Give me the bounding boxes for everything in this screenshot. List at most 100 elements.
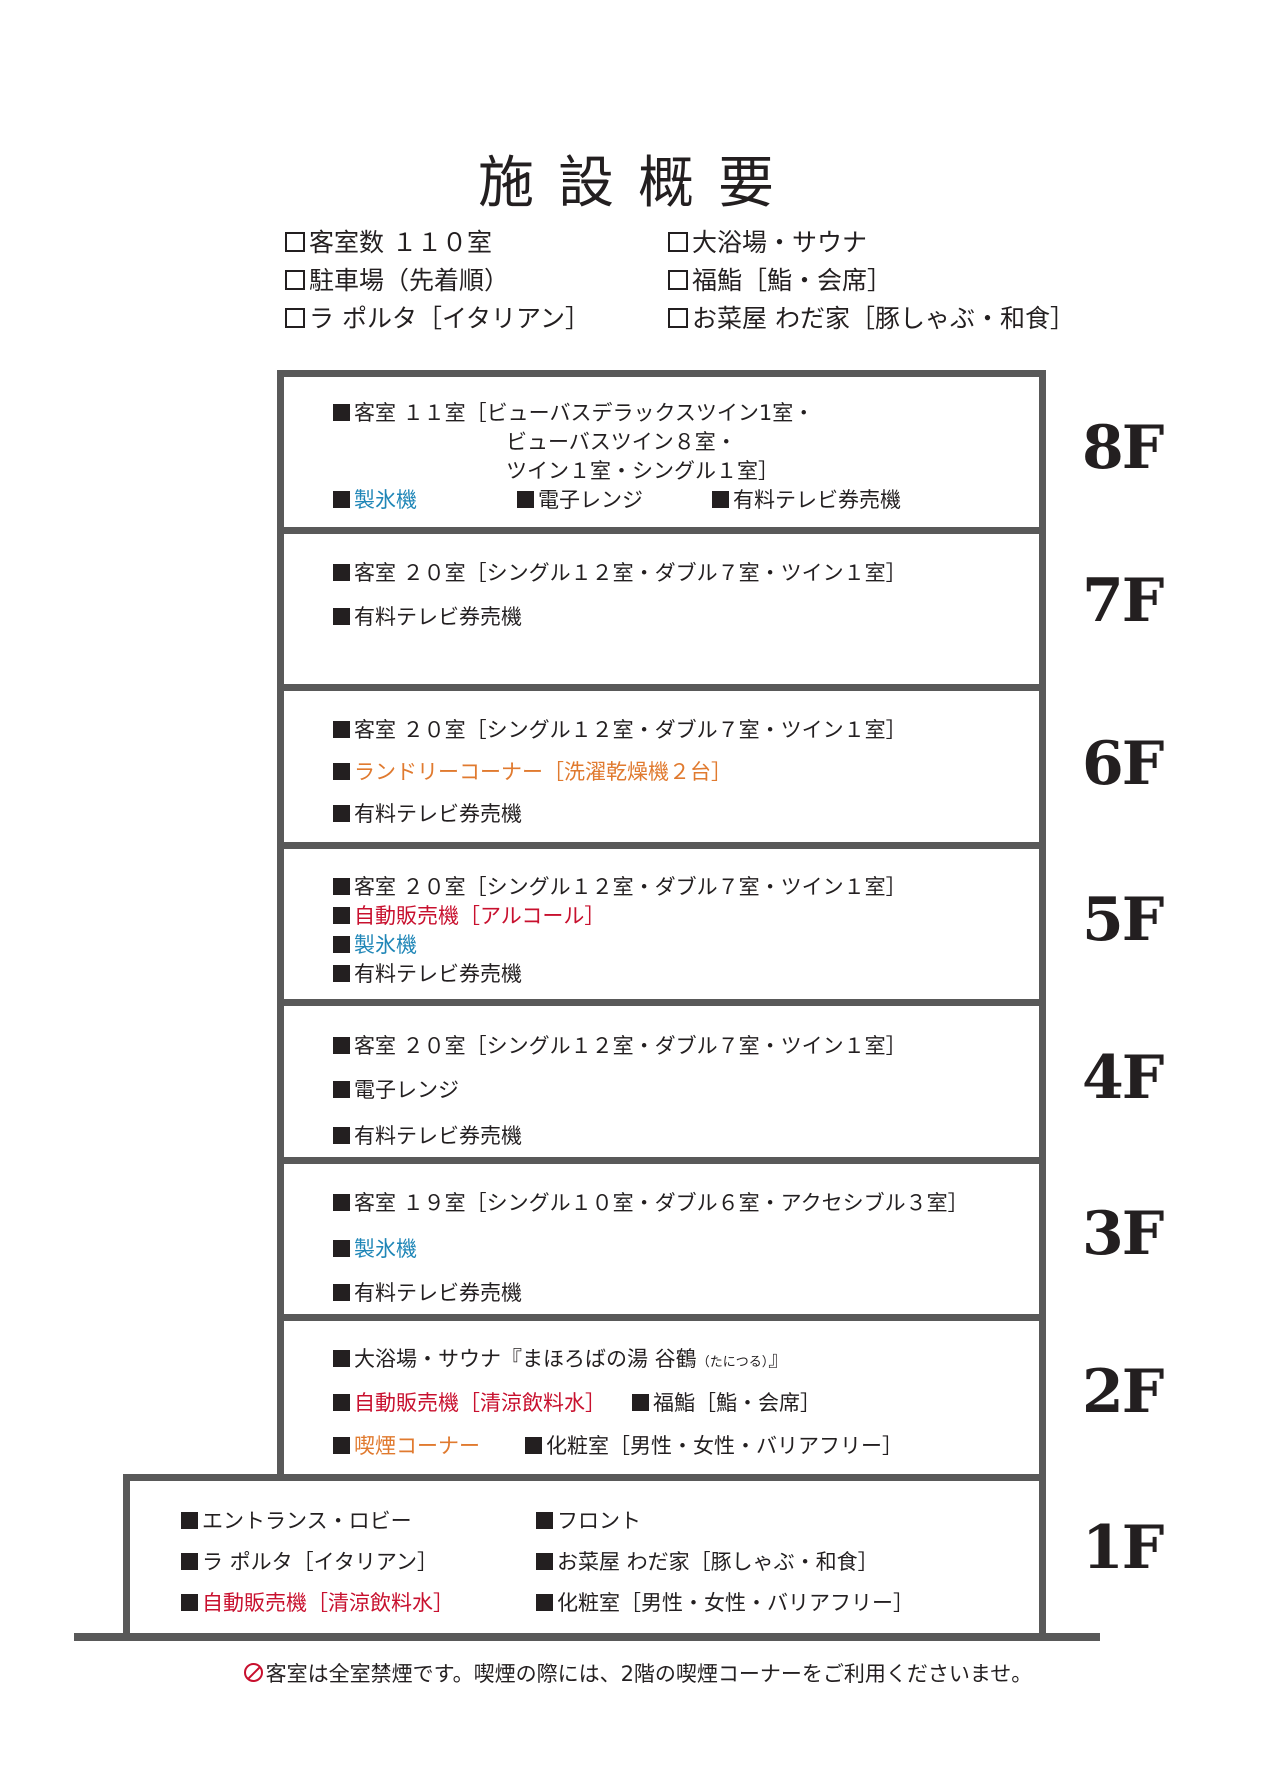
bullet-icon <box>333 564 350 581</box>
facility-item: 化粧室［男性・女性・バリアフリー］ <box>536 1587 914 1617</box>
floor-separator <box>277 1314 1046 1321</box>
floor-separator <box>277 527 1046 534</box>
facility-item: 大浴場・サウナ『まほろばの湯 谷鶴（たにつる）』 <box>333 1343 789 1373</box>
facility-item: 化粧室［男性・女性・バリアフリー］ <box>525 1430 903 1460</box>
bullet-icon <box>333 936 350 953</box>
rooms-line: ビューバスツイン８室・ <box>506 430 737 454</box>
bullet-icon <box>333 608 350 625</box>
floor-label-2f: 2F <box>1082 1357 1164 1427</box>
floor-label-6f: 6F <box>1082 729 1164 799</box>
bullet-icon <box>333 878 350 895</box>
checkbox-icon <box>285 232 305 252</box>
checkbox-icon <box>668 232 688 252</box>
bullet-icon <box>333 1194 350 1211</box>
floor-separator <box>277 999 1046 1006</box>
facility-item: 有料テレビ券売機 <box>333 958 522 988</box>
floor-label-1f: 1F <box>1082 1513 1164 1583</box>
floor-label-7f: 7F <box>1082 566 1164 636</box>
bullet-icon <box>181 1512 198 1529</box>
bullet-icon <box>181 1594 198 1611</box>
bullet-icon <box>517 491 534 508</box>
bullet-icon <box>536 1594 553 1611</box>
facility-item: 有料テレビ券売機 <box>333 798 522 828</box>
floor-separator <box>277 1157 1046 1164</box>
bullet-icon <box>333 721 350 738</box>
rooms-line: 客室 ２０室［シングル１２室・ダブル７室・ツイン１室］ <box>333 557 907 587</box>
ground-line <box>74 1633 1100 1641</box>
facility-item: お菜屋 わだ家［豚しゃぶ・和食］ <box>536 1546 879 1576</box>
bullet-icon <box>181 1553 198 1570</box>
summary-item: 駐車場（先着順） <box>285 262 590 300</box>
bullet-icon <box>525 1437 542 1454</box>
facility-item: ランドリーコーナー［洗濯乾燥機２台］ <box>333 756 732 786</box>
checkbox-icon <box>668 308 688 328</box>
summary-right: 大浴場・サウナ 福鮨［鮨・会席］ お菜屋 わだ家［豚しゃぶ・和食］ <box>668 224 1075 338</box>
rooms-line: 客室 ２０室［シングル１２室・ダブル７室・ツイン１室］ <box>333 871 907 901</box>
floor-separator <box>277 842 1046 849</box>
bullet-icon <box>333 1081 350 1098</box>
facility-item: 福鮨［鮨・会席］ <box>632 1387 821 1417</box>
facility-item: 電子レンジ <box>517 484 643 514</box>
bullet-icon <box>333 965 350 982</box>
bullet-icon <box>333 1240 350 1257</box>
facility-item: 自動販売機［清涼飲料水］ <box>333 1387 606 1417</box>
floor-separator <box>123 1474 1046 1481</box>
checkbox-icon <box>285 308 305 328</box>
bullet-icon <box>333 404 350 421</box>
summary-item: 大浴場・サウナ <box>668 224 1075 262</box>
summary-left: 客室数 １１０室 駐車場（先着順） ラ ポルタ［イタリアン］ <box>285 224 590 338</box>
bullet-icon <box>333 1394 350 1411</box>
facility-item: 有料テレビ券売機 <box>712 484 901 514</box>
facility-item: 自動販売機［アルコール］ <box>333 900 605 930</box>
facility-item: フロント <box>536 1505 641 1535</box>
summary-item: ラ ポルタ［イタリアン］ <box>285 300 590 338</box>
rooms-line: 客室 １９室［シングル１０室・ダブル６室・アクセシブル３室］ <box>333 1187 969 1217</box>
facility-item: ラ ポルタ［イタリアン］ <box>181 1546 438 1576</box>
bullet-icon <box>333 1350 350 1367</box>
floor-label-4f: 4F <box>1082 1043 1164 1113</box>
checkbox-icon <box>668 270 688 290</box>
bullet-icon <box>632 1394 649 1411</box>
summary-item: お菜屋 わだ家［豚しゃぶ・和食］ <box>668 300 1075 338</box>
facility-item: 有料テレビ券売機 <box>333 1120 522 1150</box>
checkbox-icon <box>285 270 305 290</box>
floor-separator <box>277 684 1046 691</box>
no-smoking-icon <box>243 1663 263 1682</box>
facility-item: エントランス・ロビー <box>181 1505 412 1535</box>
wall-tick <box>277 500 284 528</box>
bullet-icon <box>333 1127 350 1144</box>
bullet-icon <box>333 763 350 780</box>
floor-label-8f: 8F <box>1082 413 1164 483</box>
bullet-icon <box>333 805 350 822</box>
bullet-icon <box>333 1037 350 1054</box>
facility-item: 有料テレビ券売機 <box>333 601 522 631</box>
rooms-line: 客室 １１室［ビューバスデラックスツイン1室・ <box>333 397 814 427</box>
smoking-notice: 客室は全室禁煙です。喫煙の際には、2階の喫煙コーナーをご利用くださいませ。 <box>0 1658 1276 1688</box>
facility-item: 喫煙コーナー <box>333 1430 480 1460</box>
bullet-icon <box>333 907 350 924</box>
summary-item: 福鮨［鮨・会席］ <box>668 262 1075 300</box>
page-title: 施設概要 <box>478 151 798 216</box>
bullet-icon <box>333 1284 350 1301</box>
facility-item: 電子レンジ <box>333 1074 459 1104</box>
roof-line <box>277 370 1046 377</box>
facility-item: 自動販売機［清涼飲料水］ <box>181 1587 454 1617</box>
floor-label-3f: 3F <box>1082 1199 1164 1269</box>
summary-item: 客室数 １１０室 <box>285 224 590 262</box>
wall-tick <box>1039 500 1046 528</box>
rooms-line: ツイン１室・シングル１室］ <box>506 459 779 483</box>
facility-item: 製氷機 <box>333 929 417 959</box>
left-wall <box>277 370 284 1478</box>
bullet-icon <box>536 1553 553 1570</box>
facility-item: 製氷機 <box>333 484 417 514</box>
facility-item: 有料テレビ券売機 <box>333 1277 522 1307</box>
bullet-icon <box>333 1437 350 1454</box>
rooms-line: 客室 ２０室［シングル１２室・ダブル７室・ツイン１室］ <box>333 1030 907 1060</box>
bullet-icon <box>712 491 729 508</box>
bullet-icon <box>536 1512 553 1529</box>
rooms-line: 客室 ２０室［シングル１２室・ダブル７室・ツイン１室］ <box>333 714 907 744</box>
bullet-icon <box>333 491 350 508</box>
left-wall-1f <box>123 1474 130 1640</box>
facility-item: 製氷機 <box>333 1233 417 1263</box>
floor-label-5f: 5F <box>1082 885 1164 955</box>
